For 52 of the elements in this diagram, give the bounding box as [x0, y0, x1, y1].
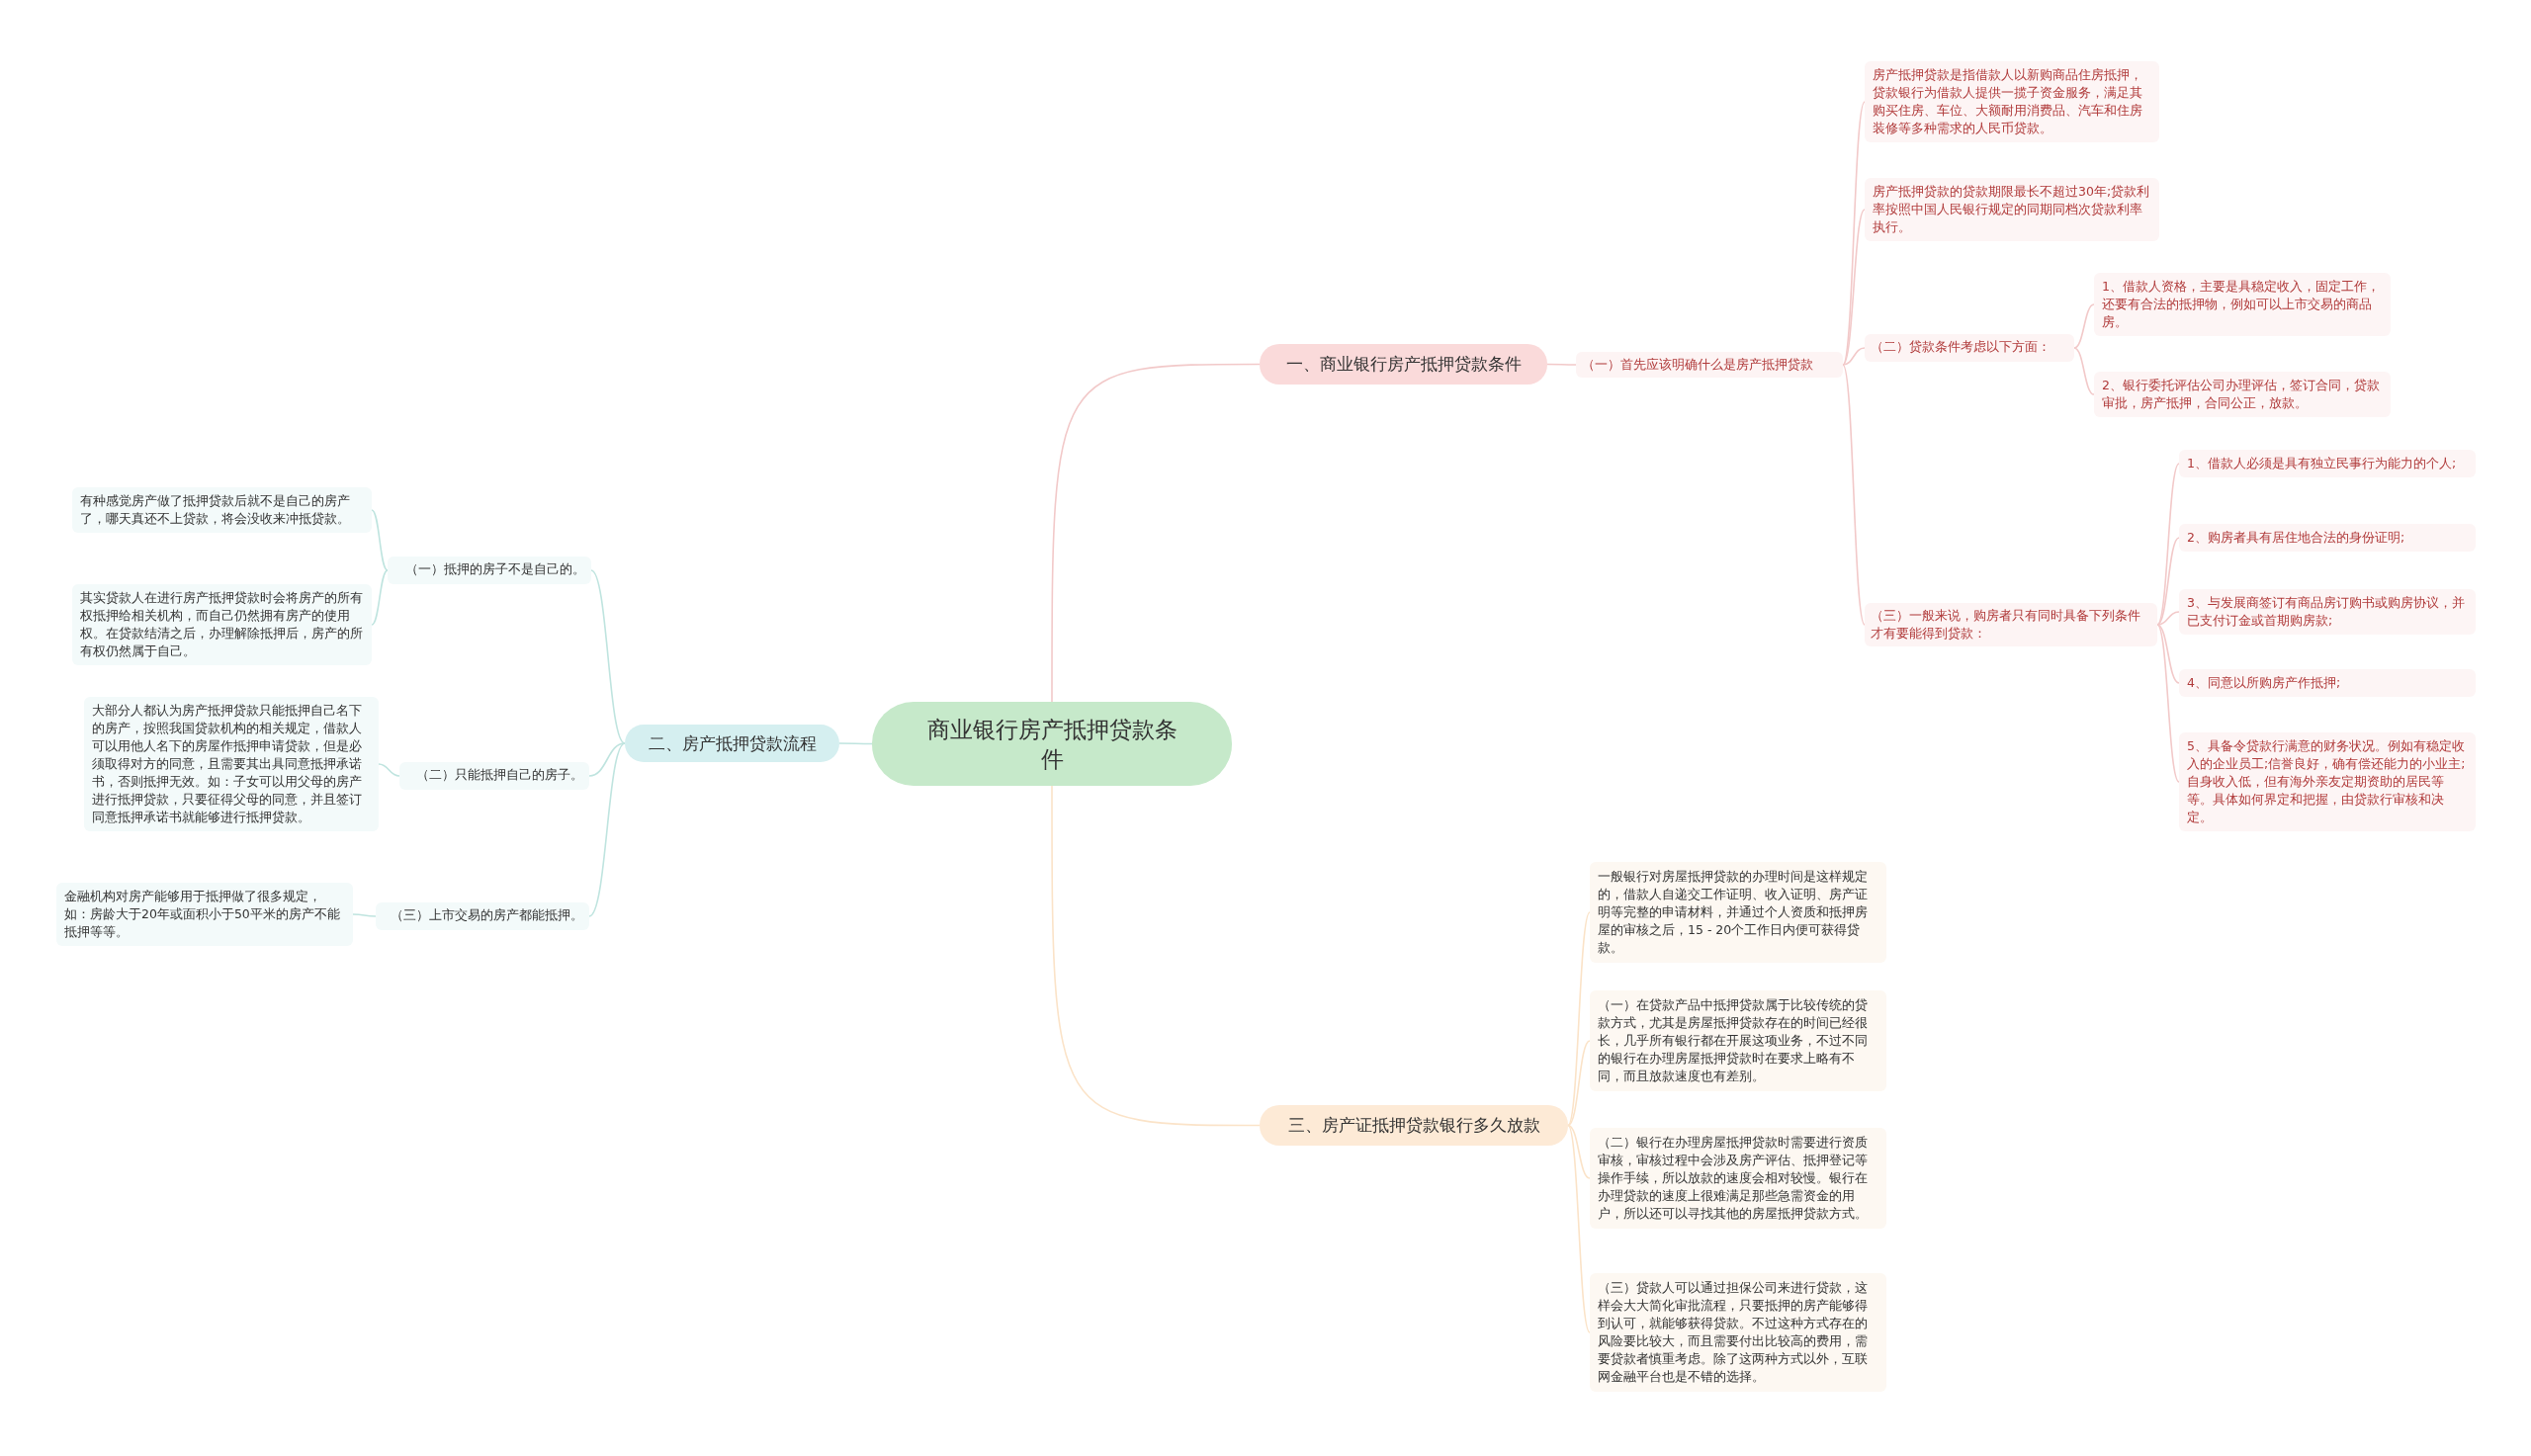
subtopic-box: （一）抵押的房子不是自己的。	[388, 557, 591, 584]
connector-line	[2073, 347, 2095, 395]
connector-line	[590, 569, 626, 744]
note-box: 房产抵押贷款的贷款期限最长不超过30年;贷款利率按照中国人民银行规定的同期同档次贷款利率执行。	[1865, 178, 2159, 241]
note-box: （一）在贷款产品中抵押贷款属于比较传统的贷款方式，尤其是房屋抵押贷款存在的时间已经很长，几乎所有银行都在开展这项业务，不过不同的银行在办理房屋抵押贷款时在要求上略有不同，而且放款速度也有差别。	[1590, 990, 1886, 1091]
central-topic: 商业银行房产抵押贷款条件	[872, 702, 1232, 786]
note-box: 房产抵押贷款是指借款人以新购商品住房抵押，贷款银行为借款人提供一揽子资金服务，满足其购买住房、车位、大额耐用消费品、汽车和住房装修等多种需求的人民币贷款。	[1865, 61, 2159, 142]
connector-line	[352, 913, 377, 917]
branch-topic: 三、房产证抵押贷款银行多久放款	[1260, 1105, 1568, 1146]
connector-line	[1051, 785, 1261, 1127]
note-box: 一般银行对房屋抵押贷款的办理时间是这样规定的，借款人自递交工作证明、收入证明、房产证明等完整的申请材料，并通过个人资质和抵押房屋的审核之后，15 - 20个工作日内便可获得贷款。	[1590, 862, 1886, 963]
note-box: 4、同意以所购房产作抵押;	[2179, 669, 2476, 697]
subtopic-box: （一）首先应该明确什么是房产抵押贷款	[1576, 352, 1843, 378]
note-box: 3、与发展商签订有商品房订购书或购房协议，并已支付订金或首期购房款;	[2179, 589, 2476, 635]
connector-line	[1567, 1124, 1591, 1179]
subtopic-box: （二）只能抵押自己的房子。	[399, 762, 589, 790]
note-box: 其实贷款人在进行房产抵押贷款时会将房产的所有权抵押给相关机构，而自己仍然拥有房产的使用权。在贷款结清之后，办理解除抵押后，房产的所有权仍然属于自己。	[72, 584, 372, 665]
note-box: 1、借款人必须是具有独立民事行为能力的个人;	[2179, 450, 2476, 477]
connector-line	[1842, 347, 1866, 366]
connector-line	[588, 742, 626, 777]
connector-line	[588, 742, 626, 917]
note-box: 5、具备令贷款行满意的财务状况。例如有稳定收入的企业员工;信誉良好，确有偿还能力的小业主;自身收入低，但有海外亲友定期资助的居民等等。具体如何界定和把握，由贷款行审核和决定。	[2179, 732, 2476, 831]
connector-line	[1546, 363, 1577, 366]
note-box: （二）银行在办理房屋抵押贷款时需要进行资质审核，审核过程中会涉及房产评估、抵押登记等操作手续，所以放款的速度会相对较慢。银行在办理贷款的速度上很难满足那些急需资金的用户，所以还可以寻找其他的房屋抵押贷款方式。	[1590, 1128, 1886, 1229]
connector-line	[1842, 101, 1866, 366]
branch-topic: 二、房产抵押贷款流程	[625, 725, 839, 762]
connector-line	[2156, 624, 2180, 783]
note-box: 2、购房者具有居住地合法的身份证明;	[2179, 524, 2476, 552]
connector-line	[1842, 364, 1866, 626]
connector-line	[2156, 624, 2180, 684]
connector-line	[1567, 1040, 1591, 1127]
note-box: （三）贷款人可以通过担保公司来进行贷款，这样会大大简化审批流程，只要抵押的房产能够得到认可，就能够获得贷款。不过这种方式存在的风险要比较大，而且需要付出比较高的费用，需要贷款者慎重考虑。除了这两种方式以外，互联网金融平台也是不错的选择。	[1590, 1273, 1886, 1392]
connector-line	[2156, 537, 2180, 626]
connector-line	[1842, 209, 1866, 366]
subtopic-box: （二）贷款条件考虑以下方面：	[1865, 334, 2074, 362]
connector-line	[378, 763, 400, 777]
note-box: 2、银行委托评估公司办理评估，签订合同，贷款审批，房产抵押，合同公正，放款。	[2094, 372, 2391, 417]
connector-line	[2156, 611, 2180, 626]
subtopic-box: （三）一般来说，购房者只有同时具备下列条件才有要能得到贷款：	[1865, 603, 2157, 646]
connector-line	[371, 569, 389, 626]
branch-topic: 一、商业银行房产抵押贷款条件	[1260, 344, 1547, 385]
connector-line	[1567, 911, 1591, 1127]
connector-line	[1567, 1124, 1591, 1333]
connector-line	[2073, 303, 2095, 349]
subtopic-box: （三）上市交易的房产都能抵押。	[376, 902, 589, 930]
connector-line	[1051, 363, 1261, 703]
note-box: 1、借款人资格，主要是具稳定收入，固定工作，还要有合法的抵押物，例如可以上市交易的商品房。	[2094, 273, 2391, 336]
note-box: 大部分人都认为房产抵押贷款只能抵押自己名下的房产，按照我国贷款机构的相关规定，借款人可以用他人名下的房屋作抵押申请贷款，但是必须取得对方的同意，且需要其出具同意抵押承诺书，否则抵押无效。如：子女可以用父母的房产进行抵押贷款，只要征得父母的同意，并且签订同意抵押承诺书就能够进行抵押贷款。	[84, 697, 379, 831]
connector-line	[371, 509, 389, 571]
note-box: 有种感觉房产做了抵押贷款后就不是自己的房产了，哪天真还不上贷款，将会没收来冲抵贷款。	[72, 487, 372, 533]
note-box: 金融机构对房产能够用于抵押做了很多规定，如：房龄大于20年或面积小于50平米的房产不能抵押等等。	[56, 883, 353, 946]
connector-line	[838, 742, 873, 745]
